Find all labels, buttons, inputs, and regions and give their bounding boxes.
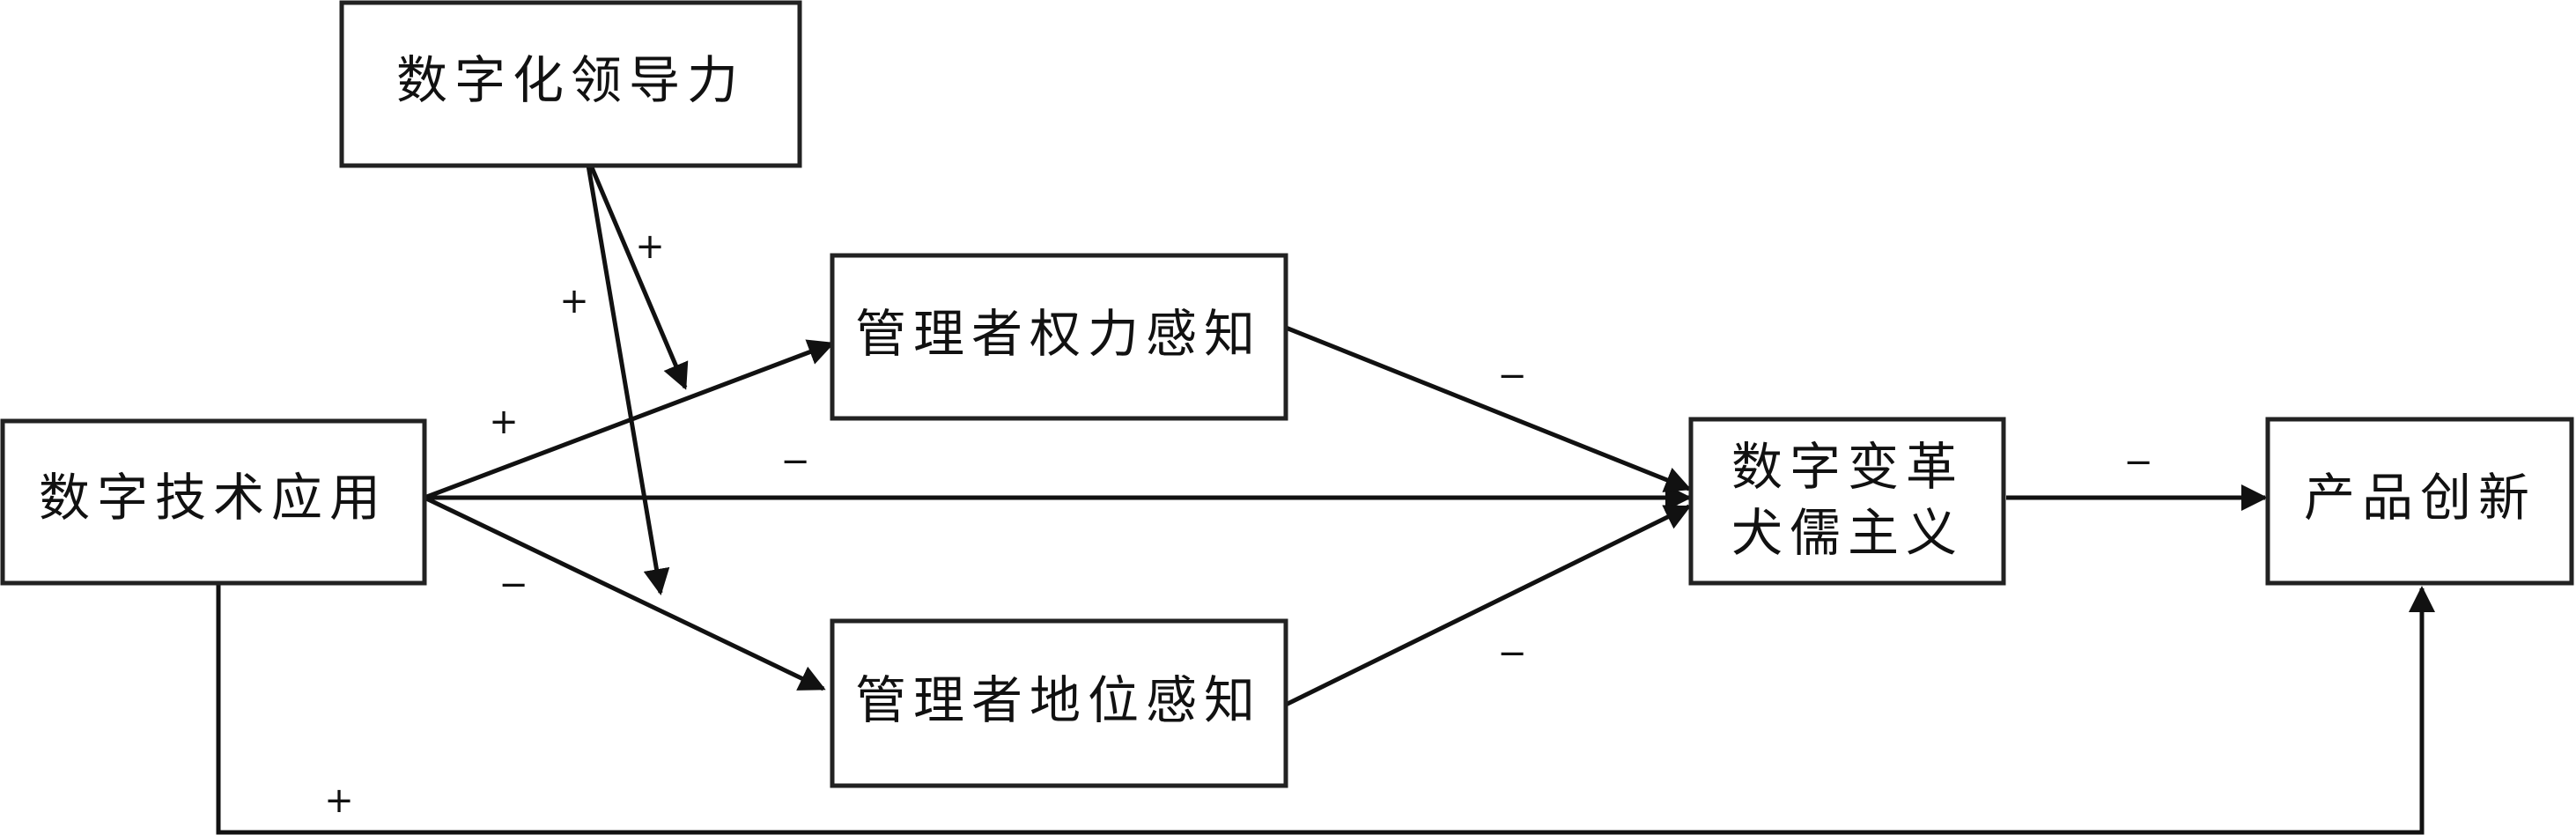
- node-status-perception: 管理者地位感知: [830, 618, 1288, 788]
- node-label: 管理者权力感知: [855, 304, 1262, 364]
- edge-tech-to-innovation: [216, 583, 2435, 835]
- node-label: 数字技术应用: [39, 468, 388, 528]
- node-label: 产品创新: [2304, 468, 2536, 528]
- node-change-cynicism: 数字变革 犬儒主义: [1688, 417, 2006, 586]
- sign-status-cynicism: −: [1497, 633, 1527, 674]
- sign-cynicism-innovation: −: [2123, 442, 2153, 483]
- edge-power-to-cynicism: [1285, 325, 1692, 492]
- node-product-innovation: 产品创新: [2265, 417, 2574, 586]
- node-label-line2: 犬儒主义: [1731, 503, 1964, 563]
- node-label-line1: 数字变革: [1731, 437, 1964, 497]
- edge-leadership-moderates-status: [584, 154, 670, 595]
- edge-tech-to-status: [423, 495, 826, 691]
- node-label: 管理者地位感知: [855, 670, 1262, 730]
- edge-leadership-moderates-power: [584, 154, 689, 390]
- node-label: 数字化领导力: [396, 50, 745, 110]
- sign-leadership-power: +: [635, 226, 665, 267]
- edge-tech-to-power: [424, 339, 835, 500]
- sign-power-cynicism: −: [1497, 356, 1527, 396]
- node-power-perception: 管理者权力感知: [830, 253, 1288, 421]
- sign-leadership-status: +: [559, 281, 589, 321]
- node-digital-tech-application: 数字技术应用: [0, 418, 427, 586]
- sign-tech-status: −: [498, 565, 528, 605]
- sign-tech-cynicism: −: [780, 441, 810, 482]
- sign-tech-innovation: +: [324, 780, 354, 821]
- edge-status-to-cynicism: [1284, 504, 1692, 707]
- node-digital-leadership: 数字化领导力: [339, 0, 802, 168]
- edges: [216, 154, 2435, 835]
- edge-signs: + + + − − − − − +: [324, 226, 2153, 821]
- sign-tech-power: +: [489, 402, 519, 442]
